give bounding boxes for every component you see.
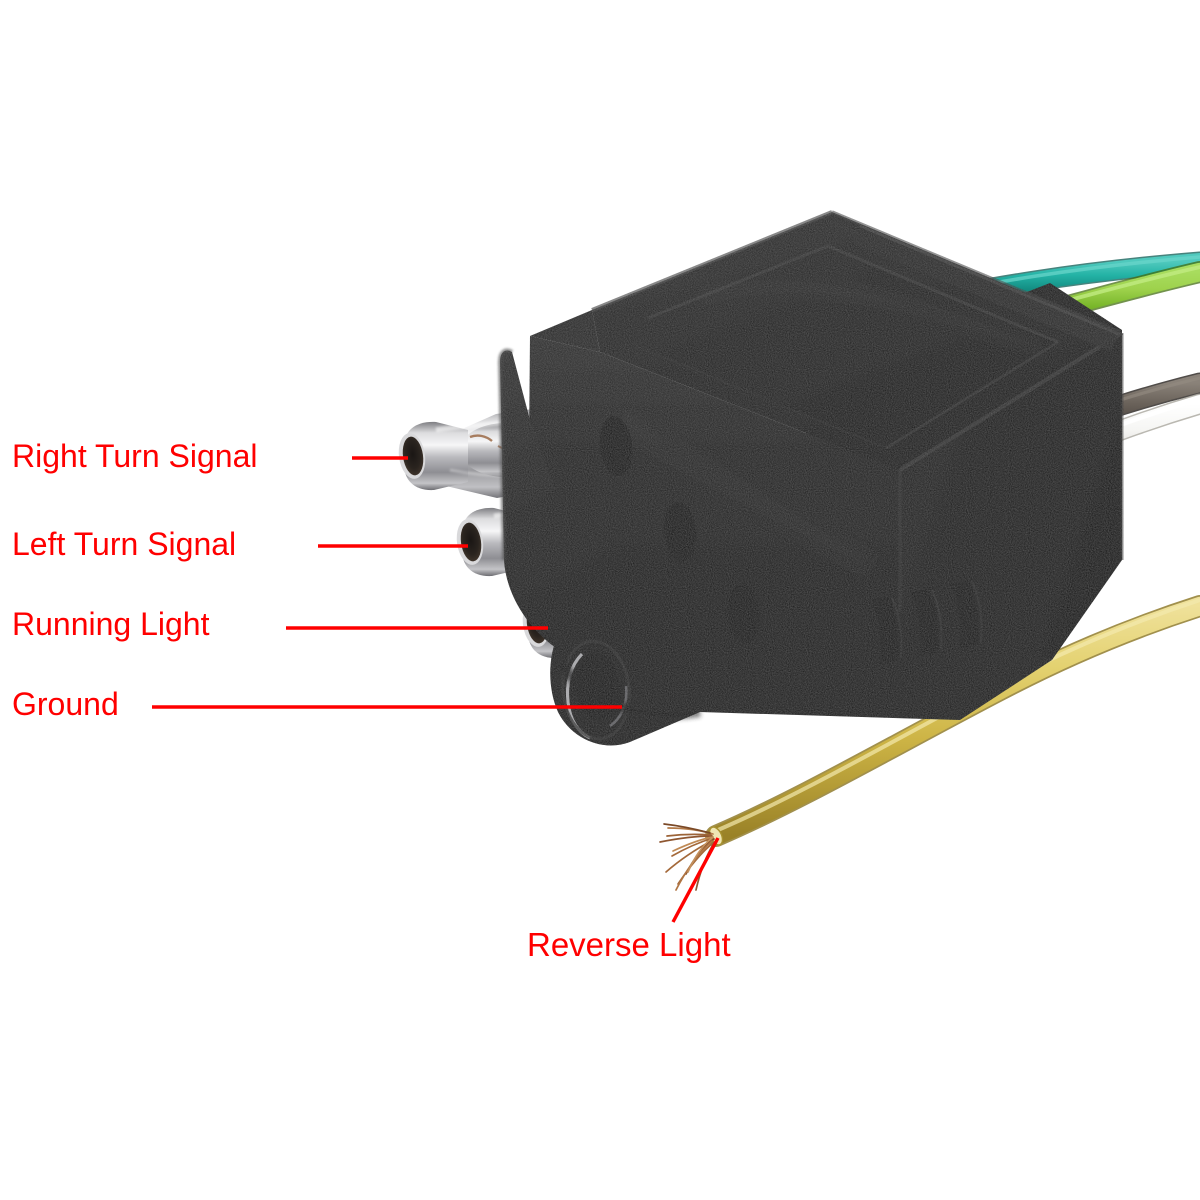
connector-housing <box>497 210 1124 746</box>
label-right-turn-signal: Right Turn Signal <box>12 438 258 474</box>
label-left-turn-signal: Left Turn Signal <box>12 526 237 562</box>
copper-strands <box>659 823 715 891</box>
label-ground: Ground <box>12 686 119 722</box>
label-running-light: Running Light <box>12 606 210 642</box>
housing-ribs <box>870 580 983 664</box>
leader-reverse-light <box>671 837 720 923</box>
label-reverse-light: Reverse Light <box>527 926 731 963</box>
pin-exit-wells <box>599 416 761 644</box>
leader-lines <box>152 456 720 923</box>
